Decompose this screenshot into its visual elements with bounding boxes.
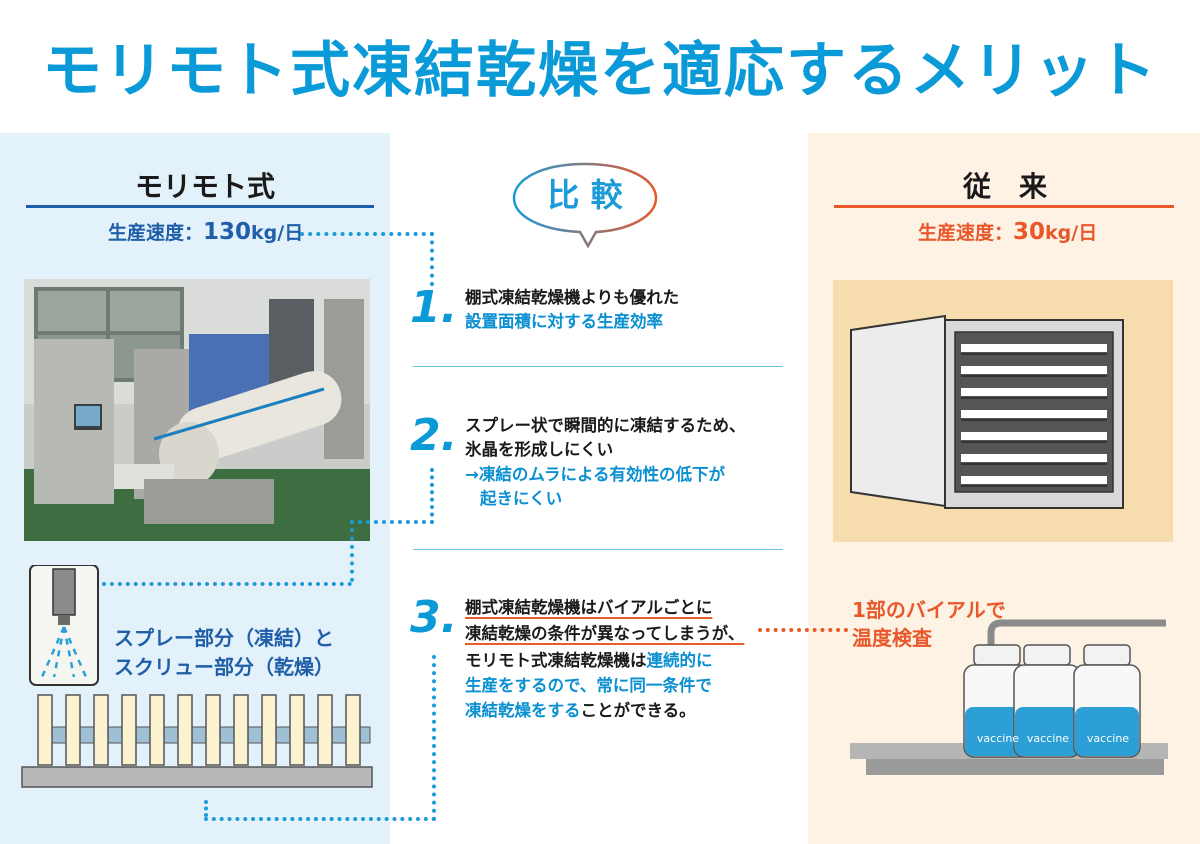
spray-caption-line1: スプレー部分（凍結）と — [114, 626, 334, 650]
vial-caption-line1: 1部のバイアルで — [852, 598, 1006, 622]
vial-caption-line2: 温度検査 — [852, 626, 932, 650]
merit-3-number: 3. — [410, 592, 458, 643]
connector-3-left — [204, 800, 208, 817]
divider-1 — [413, 366, 783, 367]
merit-2-line3: →凍結のムラによる有効性の低下が — [465, 465, 726, 484]
connector-2-vertical — [350, 520, 354, 582]
morimoto-heading: モリモト式 — [134, 170, 275, 203]
conventional-rate: 生産速度：30kg/日 — [918, 219, 1098, 245]
merit-3-line2: 凍結乾燥の条件が異なってしまうが、 — [465, 624, 745, 643]
merit-2-line1: スプレー状で瞬間的に凍結するため、 — [465, 416, 746, 435]
merit-2-line4: 起きにくい — [480, 489, 563, 508]
merit-2-number: 2. — [410, 410, 458, 461]
vial-label-2: vaccine — [1026, 732, 1070, 745]
connector-rate-to-1 — [300, 232, 434, 286]
shelf-freeze-dryer-illustration — [850, 314, 1124, 509]
morimoto-heading-rule — [26, 205, 374, 208]
vial-label-1: vaccine — [976, 732, 1020, 745]
merit-2-line2: 氷晶を形成しにくい — [465, 440, 614, 459]
spray-dryer-photo — [24, 279, 370, 541]
merit-3-line3: モリモト式凍結乾燥機は連続的に — [465, 651, 713, 670]
vials-illustration — [850, 619, 1168, 775]
connector-2-lower — [102, 582, 352, 586]
divider-2 — [413, 549, 783, 550]
conventional-heading-rule — [834, 205, 1174, 208]
merit-1-number: 1. — [410, 282, 458, 333]
spray-screw-diagram — [21, 565, 373, 788]
spray-caption-line2: スクリュー部分（乾燥） — [114, 655, 334, 679]
connector-3-to-vials — [758, 628, 848, 632]
connector-3-right — [204, 655, 436, 821]
vial-label-3: vaccine — [1086, 732, 1130, 745]
merit-3-line1: 棚式凍結乾燥機はバイアルごとに — [465, 598, 713, 617]
merit-1-line1: 棚式凍結乾燥機よりも優れた — [465, 288, 680, 307]
comparison-label: 比 較 — [547, 176, 623, 214]
morimoto-rate: 生産速度：130kg/日 — [108, 219, 304, 245]
conventional-heading: 従 来 — [962, 170, 1047, 203]
merit-3-line5: 凍結乾燥をすることができる。 — [465, 701, 696, 720]
merit-1-line2: 設置面積に対する生産効率 — [465, 312, 663, 331]
page-title: モリモト式凍結乾燥を適応するメリット — [42, 36, 1158, 106]
connector-2-upper — [350, 468, 434, 524]
merit-3-line4: 生産をするので、常に同一条件で — [465, 676, 712, 695]
